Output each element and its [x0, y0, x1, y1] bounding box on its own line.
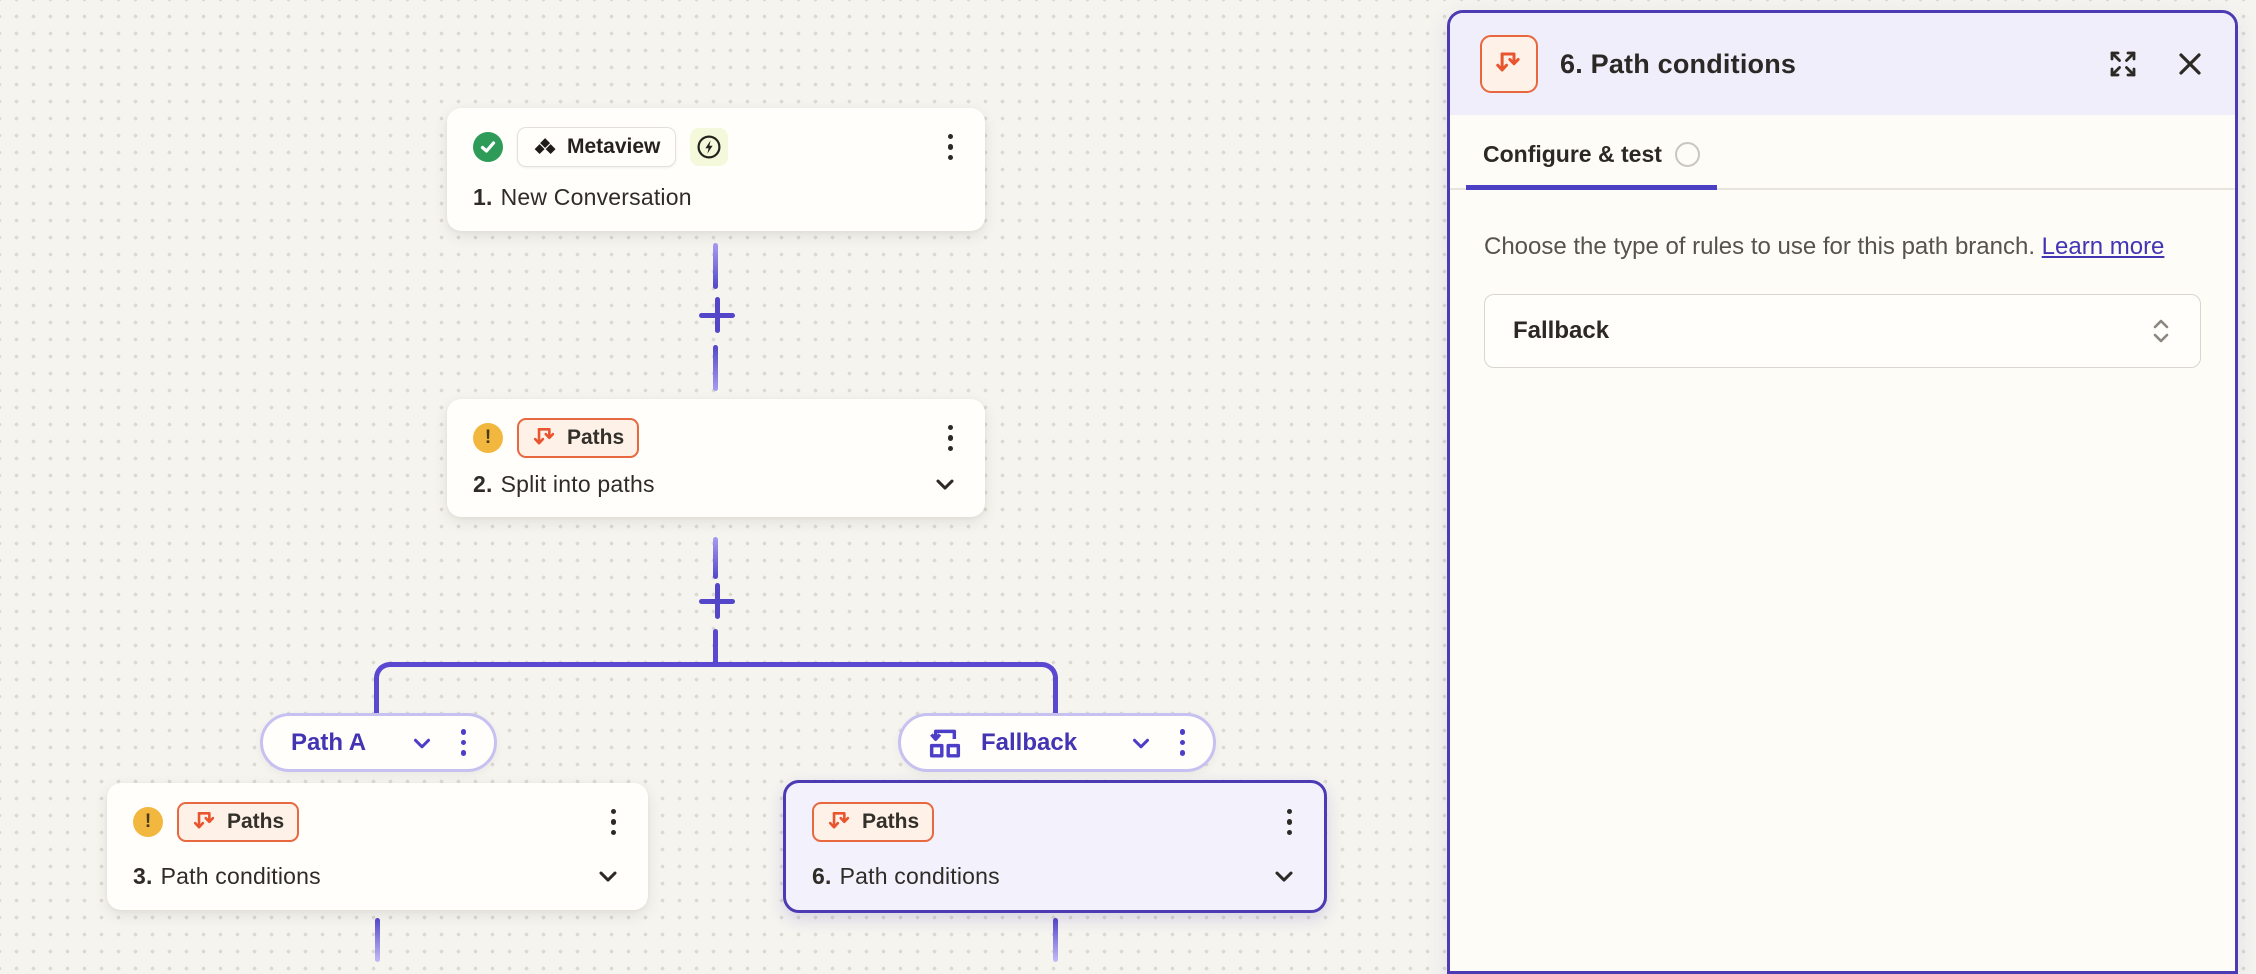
- paths-arrows-icon: [533, 428, 555, 445]
- rule-type-select-value: Fallback: [1513, 317, 1610, 344]
- step-title: 3.Path conditions: [133, 862, 321, 889]
- app-badge-label: Paths: [567, 426, 625, 449]
- step-node-2[interactable]: ! Paths 2.Split into paths: [447, 399, 985, 517]
- panel-header: 6. Path conditions: [1450, 13, 2235, 115]
- more-options-kebab-icon[interactable]: [942, 130, 960, 165]
- app-badge-paths[interactable]: Paths: [812, 802, 935, 842]
- check-icon: [473, 132, 503, 162]
- app-badge-paths[interactable]: Paths: [177, 802, 300, 842]
- more-options-kebab-icon[interactable]: [942, 421, 960, 456]
- app-badge-label: Paths: [227, 810, 285, 833]
- connector-segment: [375, 918, 380, 962]
- connector-segment: [713, 243, 718, 289]
- branch-connector: [374, 662, 1058, 714]
- path-pill-path-a[interactable]: Path A: [260, 713, 497, 772]
- step-title: 2.Split into paths: [473, 470, 655, 497]
- exclamation-icon: !: [473, 423, 503, 453]
- path-pill-fallback[interactable]: Fallback: [898, 713, 1216, 772]
- connector-segment: [713, 629, 718, 667]
- expand-icon[interactable]: [2105, 46, 2141, 82]
- chevron-down-icon[interactable]: [1128, 730, 1154, 756]
- step-node-1[interactable]: Metaview 1.New Conversation: [447, 108, 985, 231]
- connector-segment: [713, 345, 718, 391]
- step-title: 6.Path conditions: [812, 862, 1000, 889]
- more-options-kebab-icon[interactable]: [1281, 805, 1299, 840]
- step-node-3[interactable]: ! Paths 3.Path conditions: [107, 783, 648, 910]
- chevron-down-icon[interactable]: [594, 862, 622, 890]
- step-node-6[interactable]: Paths 6.Path conditions: [783, 780, 1327, 913]
- rule-type-select[interactable]: Fallback: [1484, 294, 2201, 368]
- step-title: 1.New Conversation: [473, 184, 692, 210]
- chevron-down-icon[interactable]: [1270, 862, 1298, 890]
- metaview-logo-icon: [534, 138, 556, 155]
- connector-segment: [713, 537, 718, 579]
- panel-title: 6. Path conditions: [1560, 48, 1797, 79]
- path-pill-label: Path A: [291, 728, 367, 756]
- exclamation-icon: !: [133, 807, 163, 837]
- tab-status-circle-icon: [1674, 142, 1700, 167]
- paths-arrows-icon: [193, 812, 215, 829]
- app-badge-metaview[interactable]: Metaview: [517, 127, 677, 167]
- instant-trigger-bolt-icon: [690, 128, 729, 166]
- paths-app-icon: [1480, 35, 1538, 93]
- connector-segment: [1053, 918, 1058, 962]
- learn-more-link[interactable]: Learn more: [2041, 233, 2165, 260]
- app-badge-label: Paths: [862, 810, 920, 833]
- paths-arrows-icon: [828, 812, 850, 829]
- add-step-plus-icon[interactable]: [699, 297, 735, 333]
- panel-tabs: Configure & test: [1450, 115, 2235, 190]
- more-options-kebab-icon[interactable]: [605, 805, 623, 840]
- chevron-down-icon[interactable]: [931, 470, 959, 498]
- path-pill-label: Fallback: [981, 728, 1078, 756]
- app-badge-paths[interactable]: Paths: [517, 418, 640, 458]
- tab-configure-and-test[interactable]: Configure & test: [1466, 141, 1717, 190]
- add-step-plus-icon[interactable]: [699, 583, 735, 619]
- more-options-kebab-icon[interactable]: [455, 725, 473, 760]
- select-updown-chevrons-icon: [2153, 319, 2169, 343]
- app-badge-label: Metaview: [567, 135, 661, 158]
- step-detail-panel: 6. Path conditions: [1447, 10, 2238, 974]
- more-options-kebab-icon[interactable]: [1174, 725, 1192, 760]
- close-icon[interactable]: [2175, 49, 2205, 79]
- fallback-branch-icon: [929, 729, 961, 758]
- path-rules-description: Choose the type of rules to use for this…: [1484, 233, 2165, 260]
- chevron-down-icon[interactable]: [409, 730, 435, 756]
- panel-body: Choose the type of rules to use for this…: [1450, 190, 2235, 406]
